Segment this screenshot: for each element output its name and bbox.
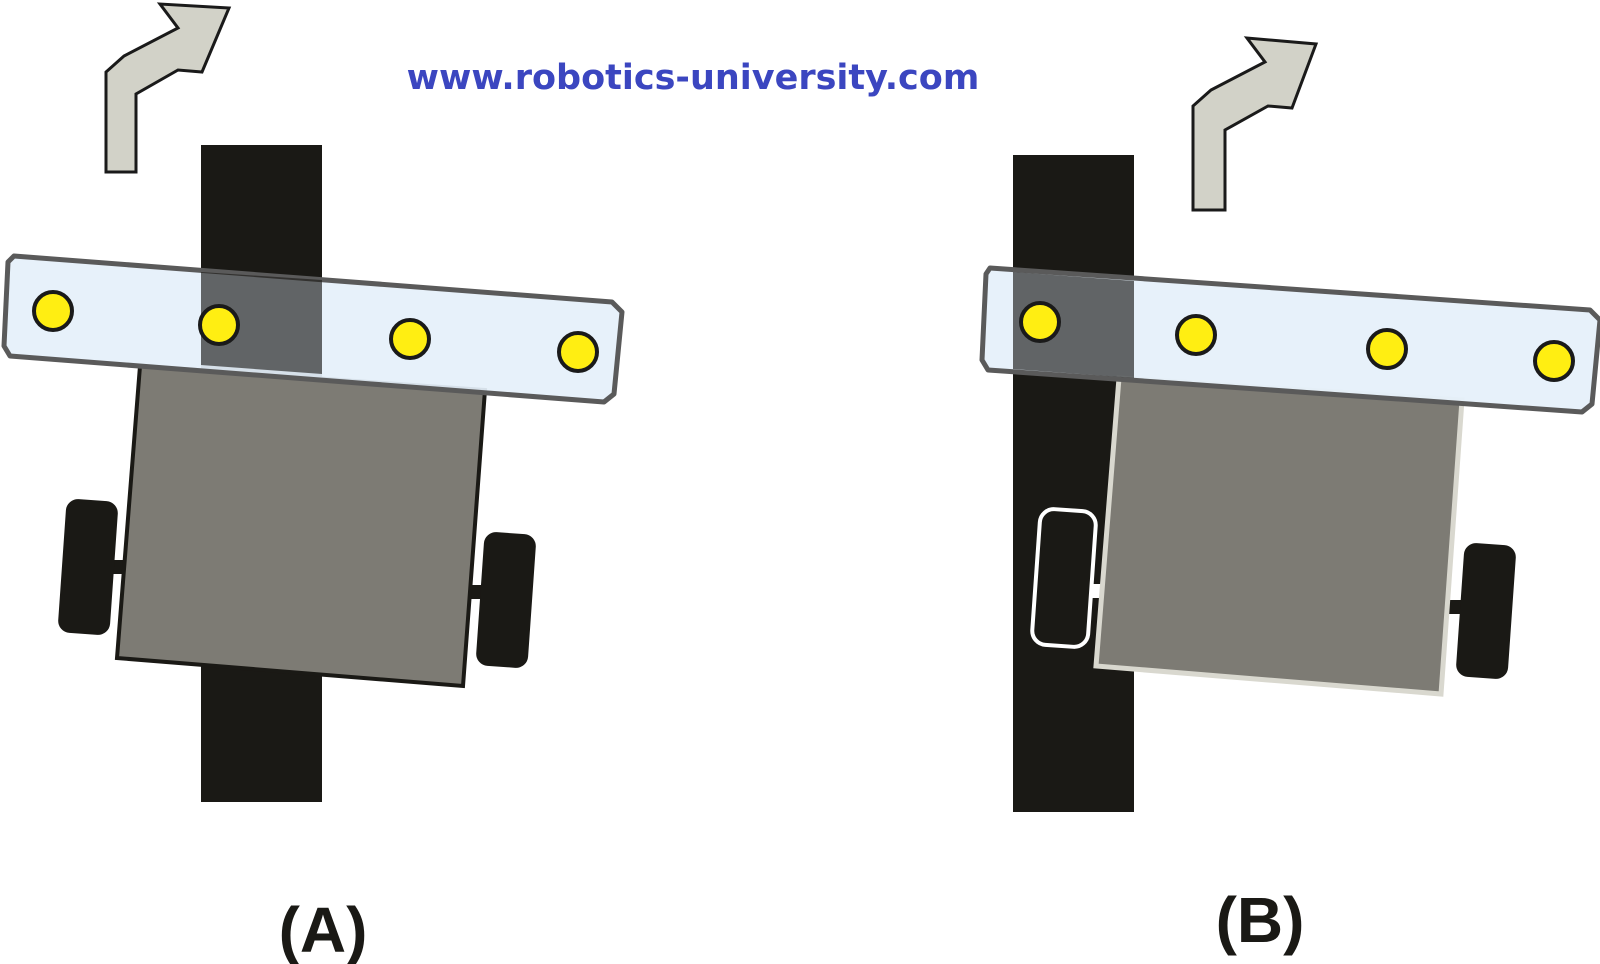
right-wheel-b	[1446, 543, 1516, 679]
sensor-bar-b	[979, 265, 1600, 415]
line-overlap-b	[1013, 272, 1134, 378]
left-wheel-a	[58, 499, 126, 635]
sensor-led-1	[1019, 301, 1061, 343]
panel-a: (A)	[1, 2, 625, 964]
robot-chassis-b	[1093, 375, 1465, 697]
watermark-url: www.robotics-university.com	[407, 58, 980, 98]
turn-right-arrow-icon	[1191, 36, 1319, 212]
turn-right-arrow-icon	[104, 2, 232, 174]
sensor-led-4	[1533, 340, 1575, 382]
sensor-bar-a	[1, 253, 625, 405]
panel-label-a: (A)	[279, 894, 368, 964]
sensor-led-1	[32, 290, 74, 332]
right-wheel-a	[466, 532, 536, 668]
sensor-led-2	[198, 304, 240, 346]
sensor-led-2	[1175, 314, 1217, 356]
line-overlap-a	[201, 272, 322, 374]
robot-chassis-a	[114, 363, 488, 689]
panel-label-b: (B)	[1216, 884, 1305, 956]
sensor-led-3	[389, 318, 431, 360]
sensor-led-4	[557, 331, 599, 373]
sensor-led-3	[1366, 328, 1408, 370]
panel-b: (B)	[979, 36, 1600, 956]
